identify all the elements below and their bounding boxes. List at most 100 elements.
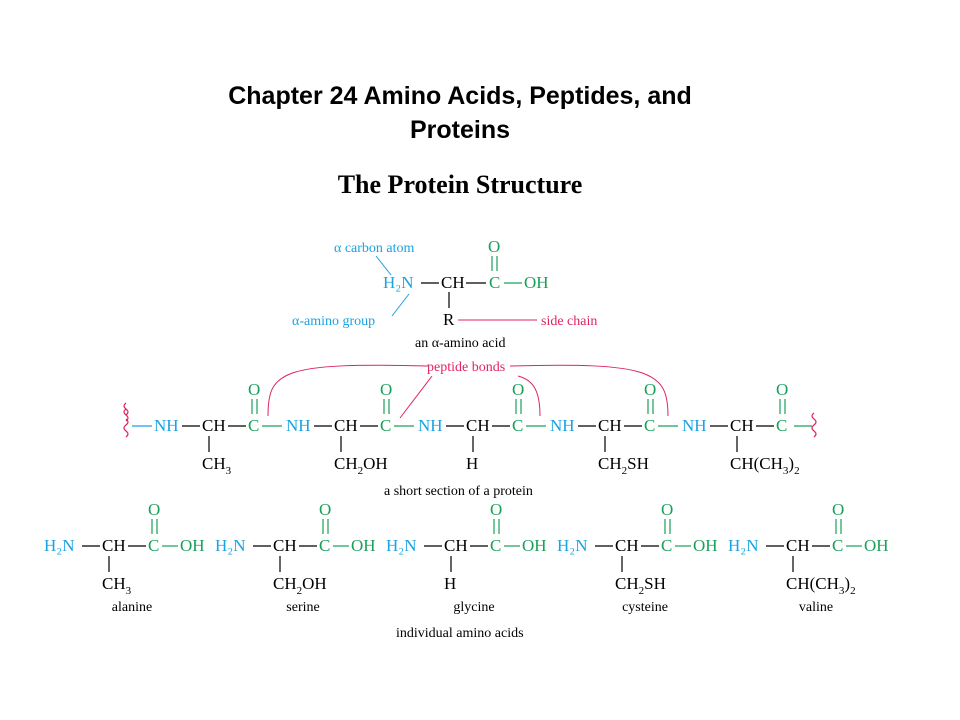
chain-residues: NHCHCOCH3​NHCHCOCH2​OHNHCHCOHNHCHCOCH2​S…	[154, 380, 800, 477]
chain-side-chain: CH3​	[202, 454, 232, 477]
side-chain-label: side chain	[541, 314, 597, 329]
individual-caption: individual amino acids	[396, 626, 524, 641]
generic-alpha-carbon: CH	[441, 273, 465, 292]
individual-hydroxyl: OH	[522, 536, 547, 555]
chain-oxygen: O	[776, 380, 788, 399]
alpha-carbon-label: α carbon atom	[334, 241, 415, 256]
generic-hydroxyl: OH	[524, 273, 549, 292]
individual-carboxyl-c: C	[661, 536, 672, 555]
chain-residue: NH CH CO H	[418, 380, 546, 473]
generic-carboxyl-c: C	[489, 273, 500, 292]
chain-oxygen: O	[248, 380, 260, 399]
chain-residue: NH CH CO CH2​SH	[550, 380, 678, 477]
chain-alpha-carbon: CH	[466, 416, 490, 435]
chain-carbonyl-c: C	[776, 416, 787, 435]
amino-acid-name: alanine	[112, 600, 152, 615]
chain-nh: NH	[286, 416, 311, 435]
chain-oxygen: O	[644, 380, 656, 399]
individual-side-chain: CH2​OH	[273, 574, 327, 597]
generic-oxygen: O	[488, 237, 500, 256]
individual-side-chain: CH(CH3​)2​	[786, 574, 856, 597]
chain-carbonyl-c: C	[380, 416, 391, 435]
chain-residue: NH CH CO CH2​OH	[286, 380, 414, 477]
chain-break-right-icon	[811, 412, 817, 438]
chain-break-left-icon	[123, 402, 129, 438]
chain-nh: NH	[550, 416, 575, 435]
individual-alpha-carbon: CH	[102, 536, 126, 555]
amino-acid-name: serine	[286, 600, 319, 615]
generic-r-group: R	[443, 310, 455, 329]
chain-nh: NH	[418, 416, 443, 435]
page-subtitle: The Protein Structure	[337, 170, 583, 199]
individual-alpha-carbon: CH	[273, 536, 297, 555]
alpha-amino-label: α-amino group	[292, 314, 375, 329]
individual-side-chain: CH2​SH	[615, 574, 666, 597]
individual-oxygen: O	[661, 500, 673, 519]
chain-carbonyl-c: C	[512, 416, 523, 435]
individual-alpha-carbon: CH	[786, 536, 810, 555]
chain-alpha-carbon: CH	[202, 416, 226, 435]
page-title-line2: Proteins	[409, 116, 511, 144]
generic-caption: an α-amino acid	[415, 336, 506, 351]
individual-side-chain: H	[444, 574, 456, 593]
chain-residue: NH CH CO CH3​	[154, 380, 282, 477]
amino-acid-name: valine	[799, 600, 833, 615]
chain-nh: NH	[682, 416, 707, 435]
chain-oxygen: O	[512, 380, 524, 399]
chain-side-chain: CH2​OH	[334, 454, 388, 477]
individual-residues: H₂NCHCOHOCH3​alanineH₂NCHCOHOCH2​OHserin…	[44, 500, 889, 615]
chain-oxygen: O	[380, 380, 392, 399]
individual-oxygen: O	[319, 500, 331, 519]
individual-amine: H₂N	[728, 536, 758, 555]
individual-alpha-carbon: CH	[444, 536, 468, 555]
individual-amino-acids: H₂NCHCOHOCH3​alanineH₂NCHCOHOCH2​OHserin…	[44, 500, 889, 641]
chain-carbonyl-c: C	[644, 416, 655, 435]
individual-alpha-carbon: CH	[615, 536, 639, 555]
individual-carboxyl-c: C	[490, 536, 501, 555]
chain-alpha-carbon: CH	[334, 416, 358, 435]
individual-oxygen: O	[832, 500, 844, 519]
individual-carboxyl-c: C	[832, 536, 843, 555]
individual-amine: H₂N	[557, 536, 587, 555]
generic-amine: H₂N	[383, 273, 413, 292]
amino-acid-alanine: H₂N CH C OH O CH3​ alanine	[44, 500, 205, 615]
individual-oxygen: O	[490, 500, 502, 519]
individual-amine: H₂N	[386, 536, 416, 555]
peptide-bond-arc-2	[399, 375, 433, 419]
amino-acid-name: glycine	[453, 600, 494, 615]
chain-residue: NH CH CO CH(CH3​)2​	[682, 380, 800, 477]
chain-carbonyl-c: C	[248, 416, 259, 435]
chain-alpha-carbon: CH	[598, 416, 622, 435]
chain-nh: NH	[154, 416, 179, 435]
chain-side-chain: CH(CH3​)2​	[730, 454, 800, 477]
peptide-bond-arc-4	[509, 364, 669, 417]
peptide-bonds-label: peptide bonds	[427, 360, 505, 375]
chain-side-chain: H	[466, 454, 478, 473]
individual-hydroxyl: OH	[351, 536, 376, 555]
generic-amino-acid: α carbon atom H₂N CH C OH O R α-amino gr…	[292, 237, 597, 351]
amino-acid-cysteine: H₂N CH C OH O CH2​SH cysteine	[557, 500, 718, 615]
chain-alpha-carbon: CH	[730, 416, 754, 435]
individual-hydroxyl: OH	[180, 536, 205, 555]
protein-caption: a short section of a protein	[384, 484, 533, 499]
individual-carboxyl-c: C	[148, 536, 159, 555]
individual-side-chain: CH3​	[102, 574, 132, 597]
individual-carboxyl-c: C	[319, 536, 330, 555]
amino-acid-name: cysteine	[622, 600, 668, 615]
protein-chain: NHCHCOCH3​NHCHCOCH2​OHNHCHCOHNHCHCOCH2​S…	[123, 380, 817, 499]
amino-acid-valine: H₂N CH C OH O CH(CH3​)2​ valine	[728, 500, 889, 615]
alpha-amino-pointer	[391, 293, 410, 317]
individual-amine: H₂N	[44, 536, 74, 555]
individual-hydroxyl: OH	[693, 536, 718, 555]
peptide-bond-arc-1	[267, 364, 429, 417]
peptide-bond-annotations: peptide bonds	[267, 360, 669, 419]
individual-hydroxyl: OH	[864, 536, 889, 555]
individual-oxygen: O	[148, 500, 160, 519]
page-title-line1: Chapter 24 Amino Acids, Peptides, and	[228, 82, 692, 110]
alpha-carbon-pointer	[375, 255, 392, 276]
chain-side-chain: CH2​SH	[598, 454, 649, 477]
peptide-bond-arc-3	[517, 375, 541, 417]
